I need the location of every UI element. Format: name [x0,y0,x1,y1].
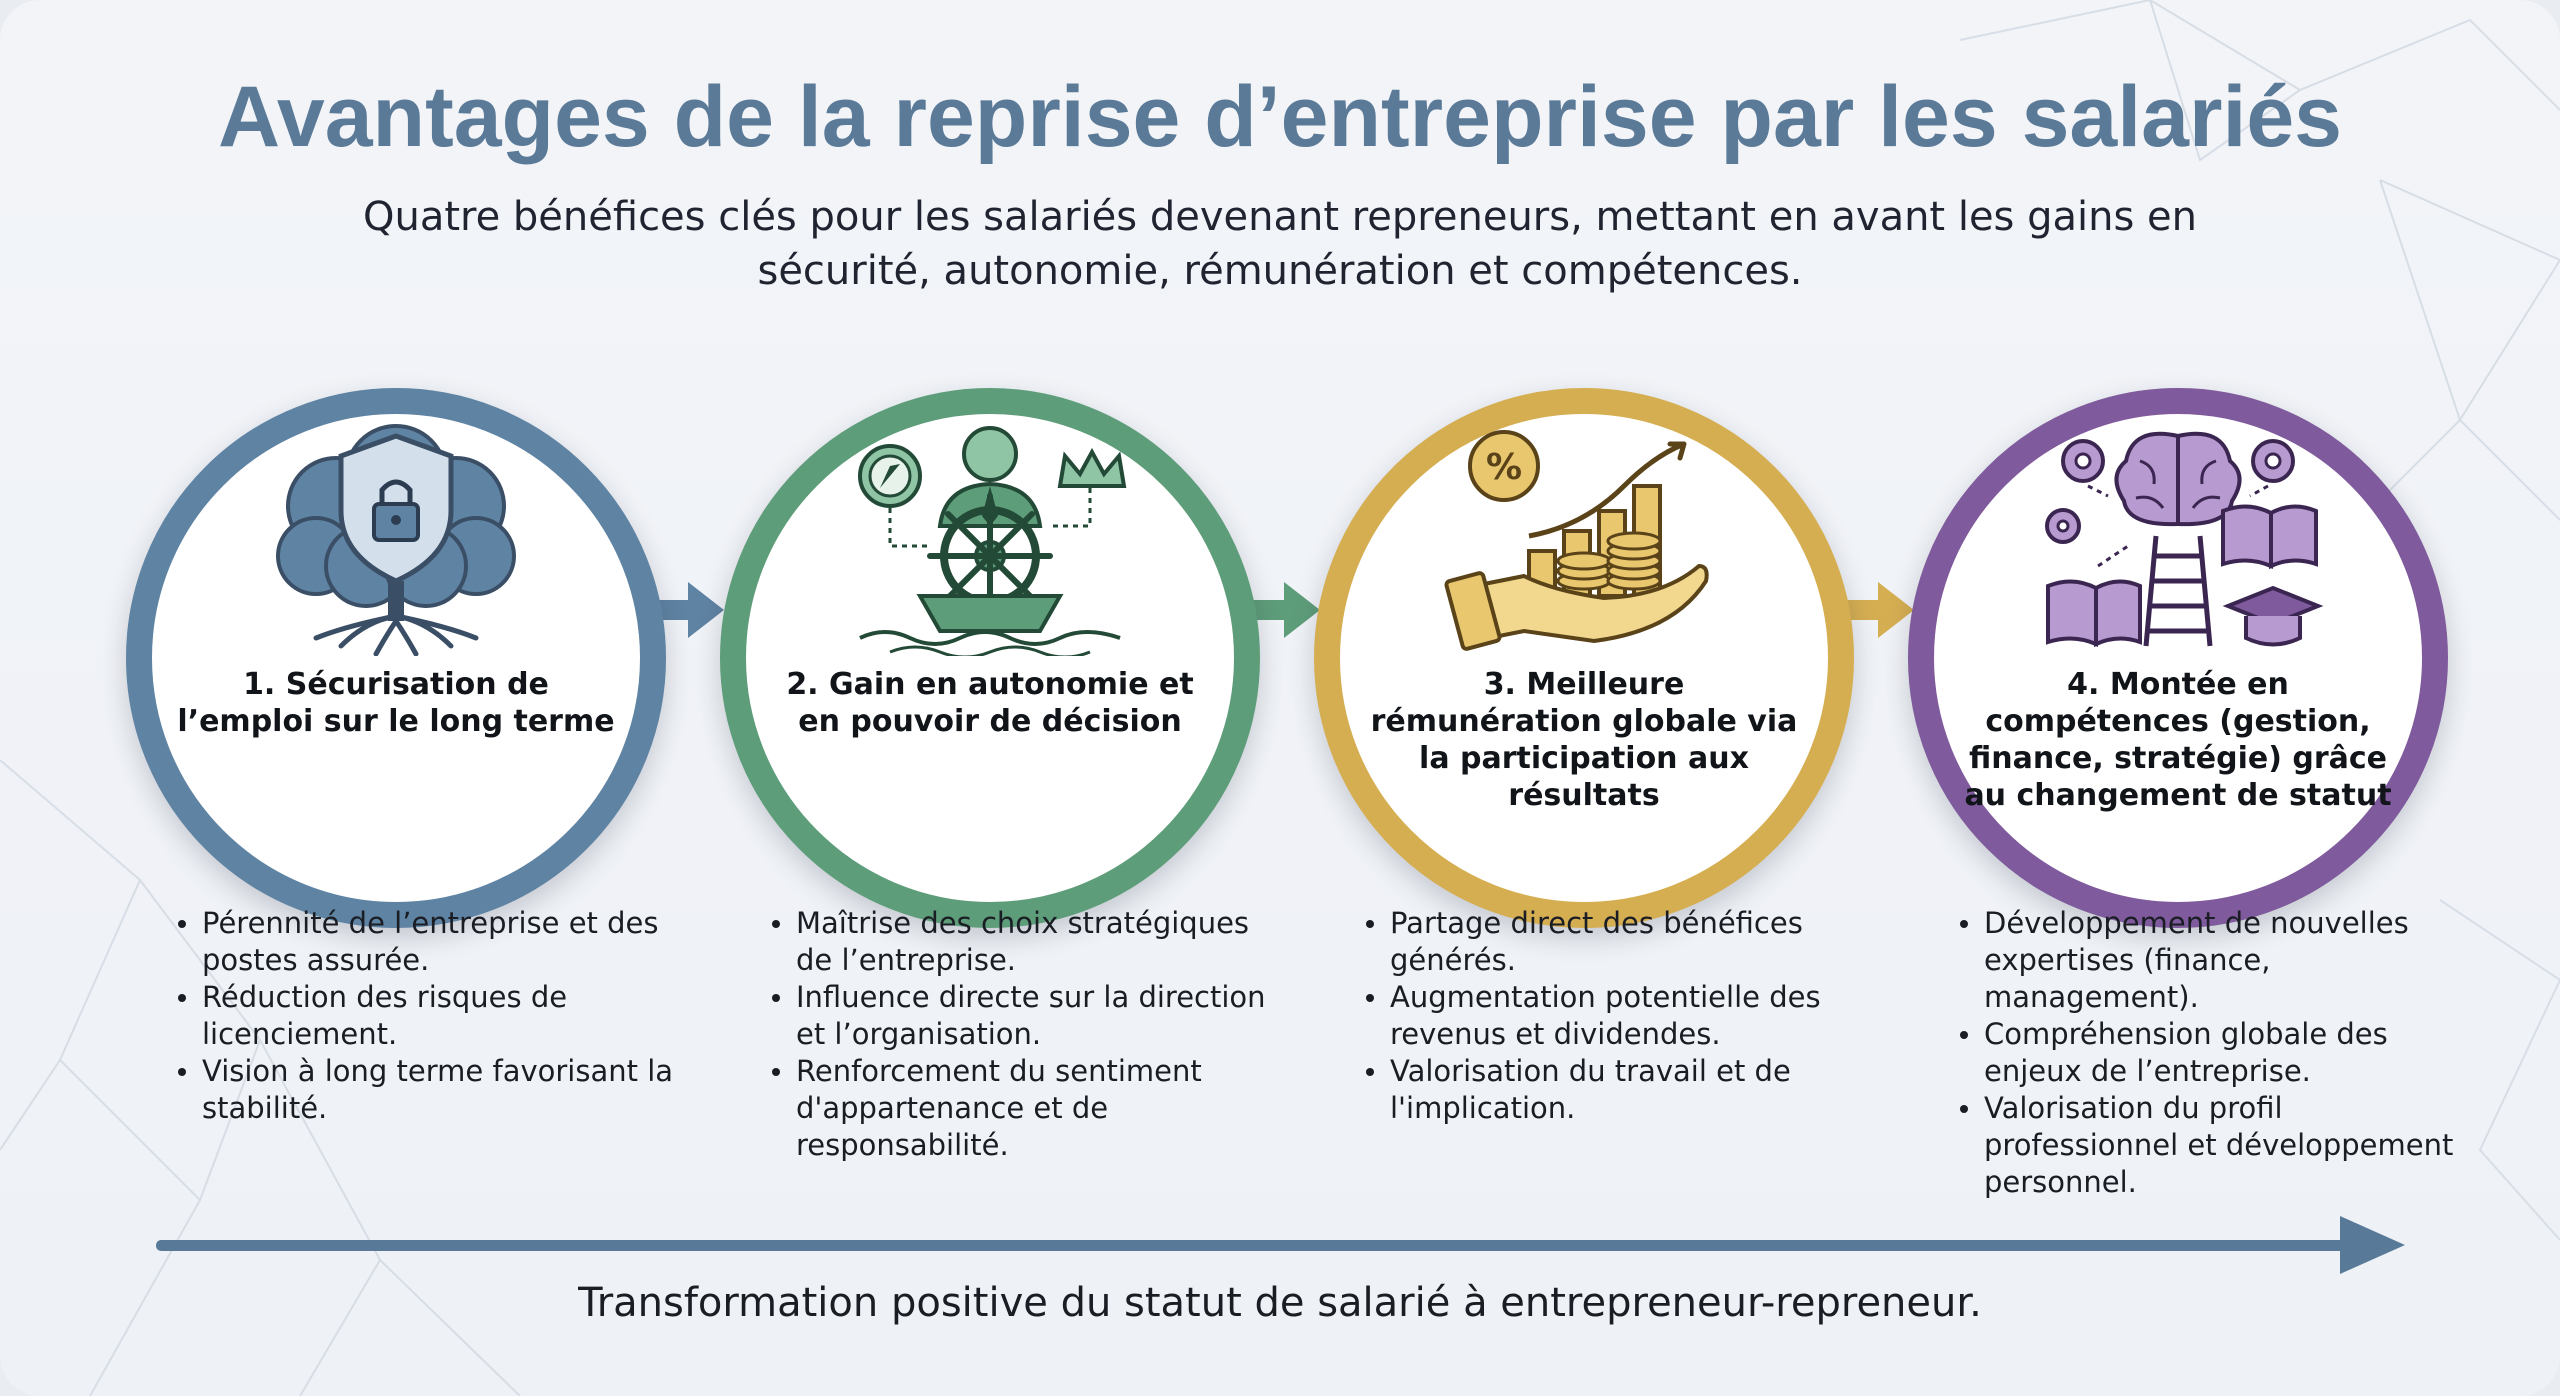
list-item: Maîtrise des choix stratégiques de l’ent… [772,905,1286,979]
list-item: Valorisation du travail et de l'implicat… [1366,1053,1880,1127]
list-item: Valorisation du profil professionnel et … [1960,1090,2474,1201]
step-1-title: 1. Sécurisation de l’emploi sur le long … [177,667,615,739]
footer-caption: Transformation positive du statut de sal… [578,1280,1982,1326]
step-2: 2. Gain en autonomie et en pouvoir de dé… [720,388,1260,928]
connector-arrow-1 [620,582,724,638]
list-item: Influence directe sur la direction et l’… [772,979,1286,1053]
step-3-title: 3. Meilleure rémunération globale via la… [1370,667,1798,813]
connector-arrow-3 [1810,582,1914,638]
list-item: Renforcement du sentiment d'appartenance… [772,1053,1286,1164]
list-item: Vision à long terme favorisant la stabil… [178,1053,692,1127]
connector-arrow-2 [1216,582,1320,638]
list-item: Pérennité de l’entreprise et des postes … [178,905,692,979]
step-1-bullets: Pérennité de l’entreprise et des postes … [172,905,692,1127]
step-2-bullets: Maîtrise des choix stratégiques de l’ent… [766,905,1286,1164]
list-item: Partage direct des bénéfices générés. [1366,905,1880,979]
svg-text:%: % [1486,447,1522,488]
step-4-title: 4. Montée en compétences (gestion, finan… [1964,667,2392,813]
list-item: Compréhension globale des enjeux de l’en… [1960,1016,2474,1090]
step-3: % [1314,388,1854,928]
brain-ladder-books-icon [2045,431,2324,648]
list-item: Réduction des risques de licenciement. [178,979,692,1053]
list-item: Augmentation potentielle des revenus et … [1366,979,1880,1053]
step-4-bullets: Développement de nouvelles expertises (f… [1954,905,2474,1201]
page-subtitle: Quatre bénéfices clés pour les salariés … [362,194,2197,294]
step-1: 1. Sécurisation de l’emploi sur le long … [126,388,666,928]
tree-shield-lock-icon [276,424,516,656]
step-2-title: 2. Gain en autonomie et en pouvoir de dé… [786,667,1194,739]
page-title: Avantages de la reprise d’entreprise par… [217,69,2342,165]
helmsman-wheel-boat-icon [858,426,1127,656]
step-4: 4. Montée en compétences (gestion, finan… [1908,388,2448,928]
hand-coins-growth-icon: % [1444,430,1709,651]
list-item: Développement de nouvelles expertises (f… [1960,905,2474,1016]
step-3-bullets: Partage direct des bénéfices générés. Au… [1360,905,1880,1127]
timeline-arrow [156,1216,2405,1274]
